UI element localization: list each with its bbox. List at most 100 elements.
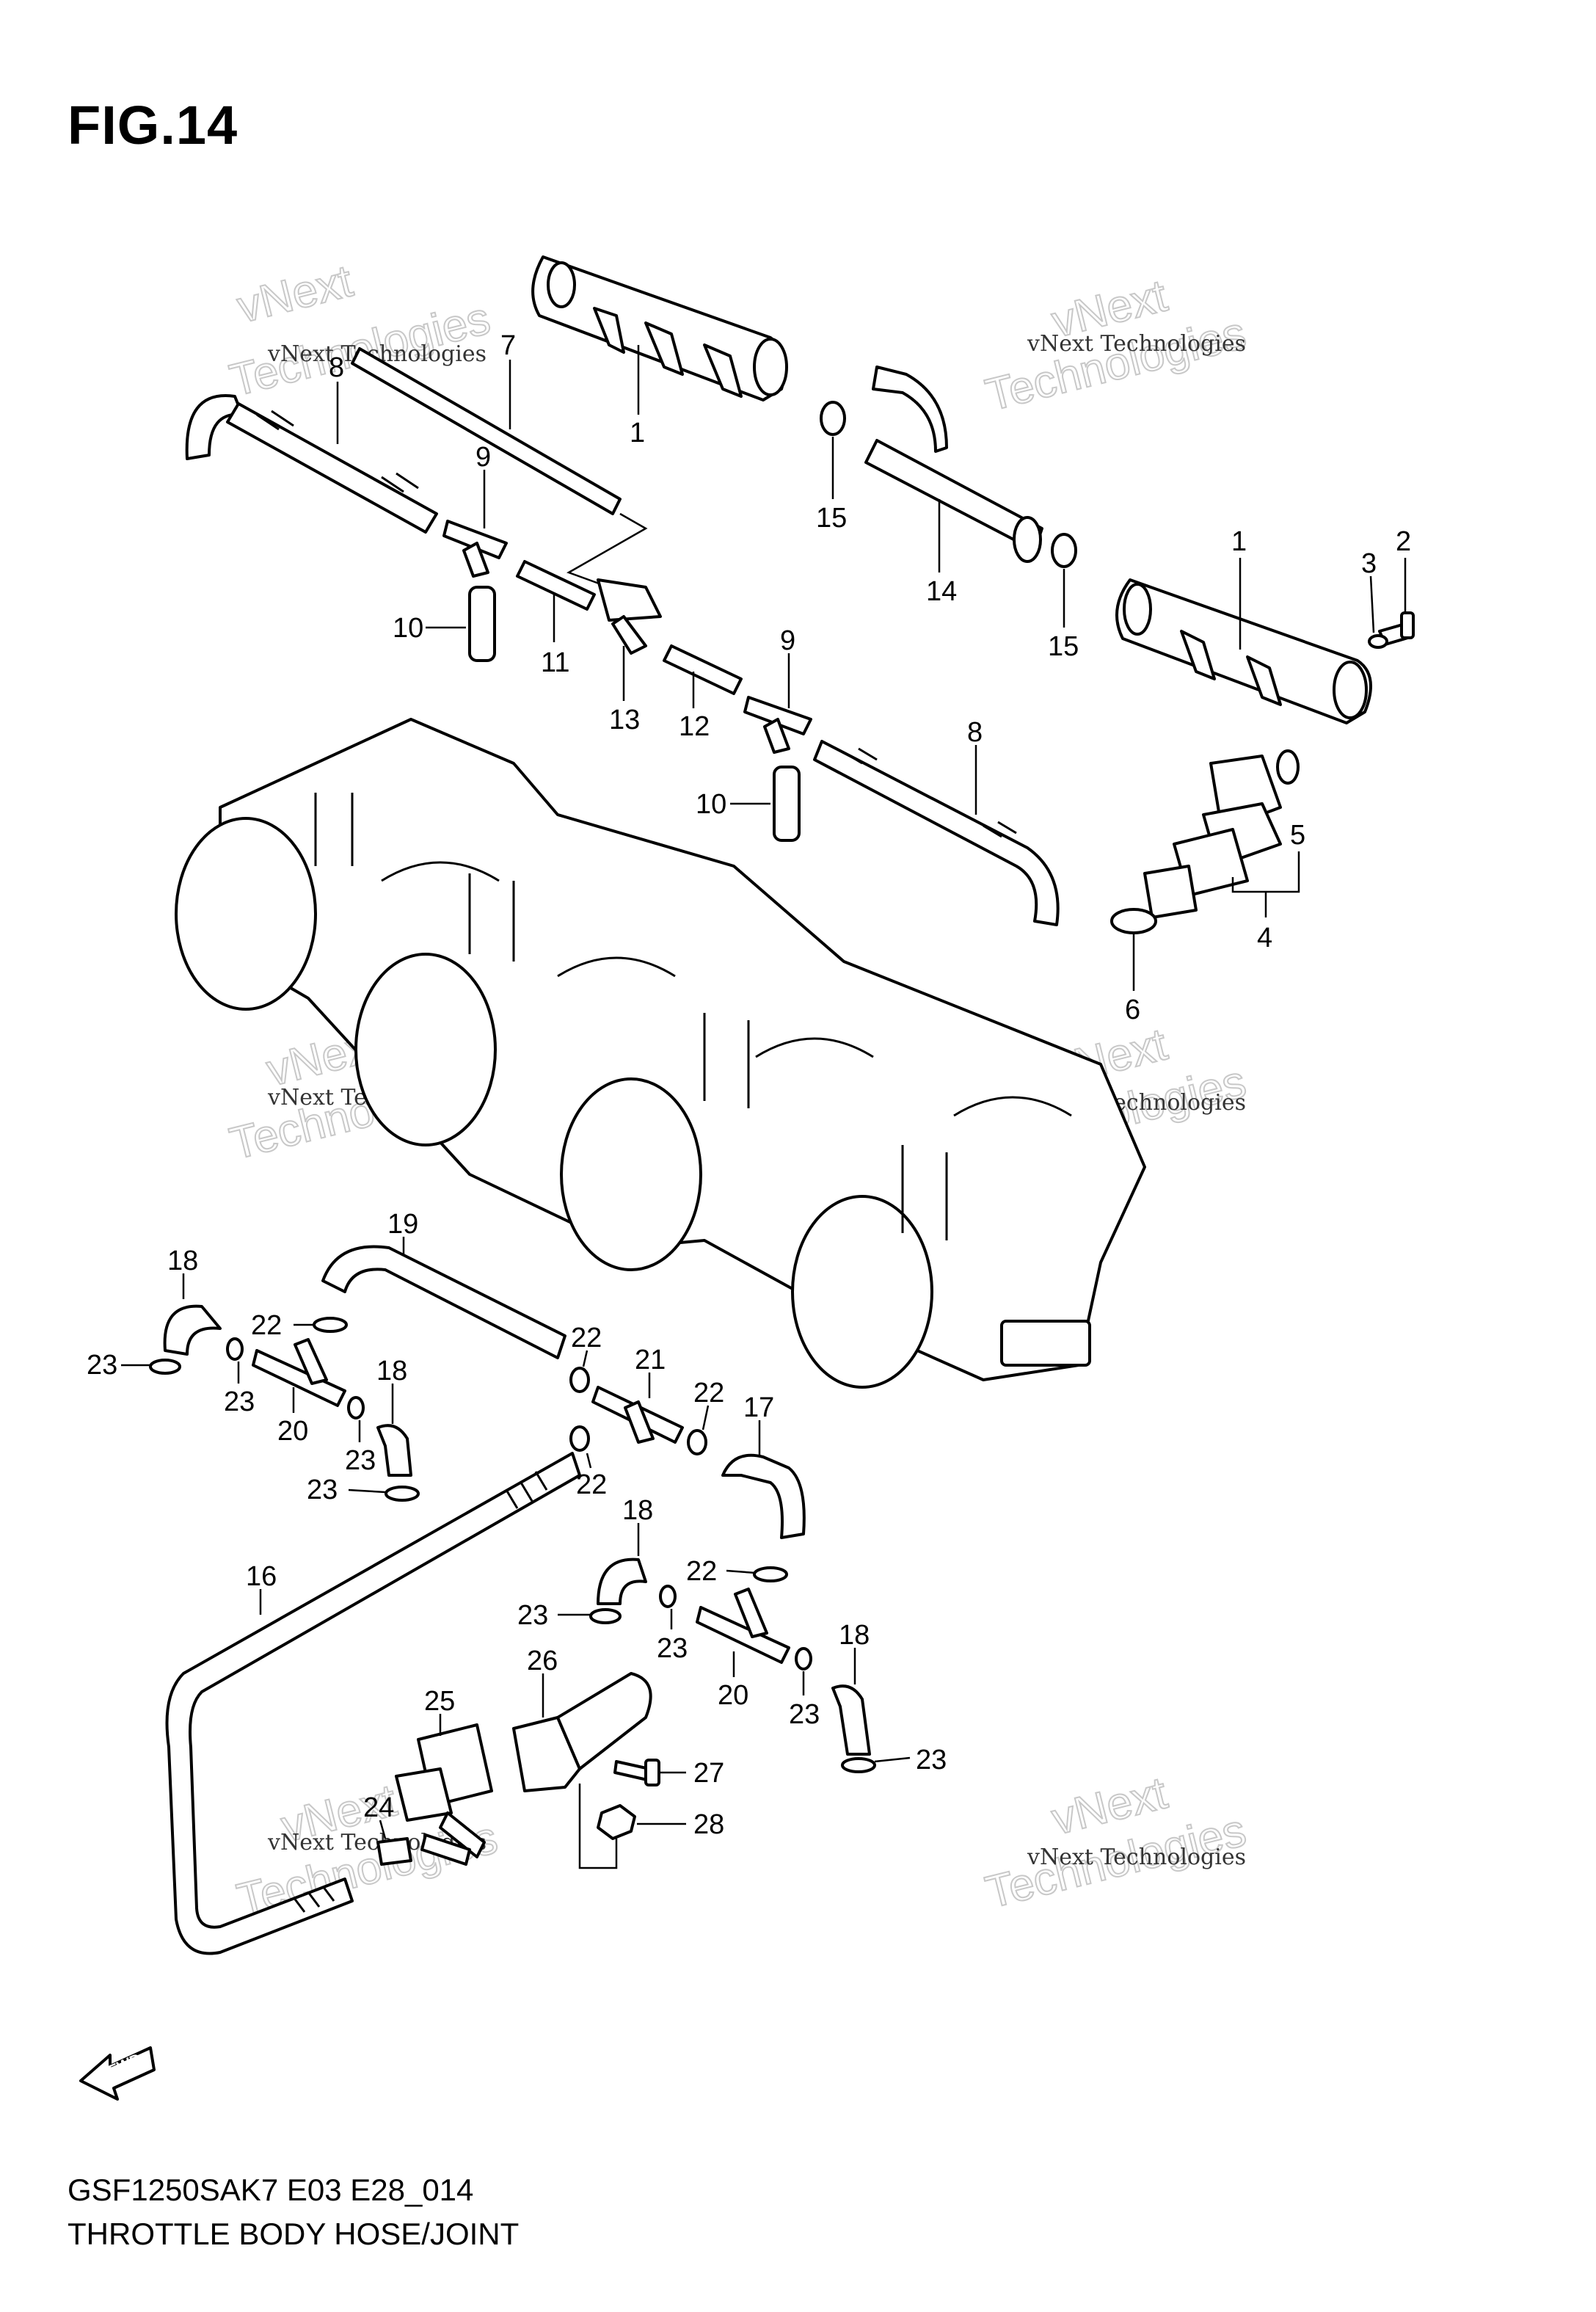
callout-12: 12 (679, 711, 710, 742)
bracket-26 (512, 1672, 652, 1792)
hose-18b (376, 1424, 412, 1477)
hose-8-lower (813, 740, 1060, 926)
callout-11: 11 (541, 647, 569, 678)
leader-22d (702, 1405, 710, 1431)
joint-13 (597, 578, 662, 655)
hose-18c (597, 1557, 647, 1605)
callout-26: 26 (527, 1646, 558, 1676)
fuel-delivery-pipe-upper (531, 255, 788, 401)
callout-4: 4 (1257, 923, 1272, 953)
callout-23b: 23 (224, 1386, 255, 1417)
callout-3: 3 (1361, 548, 1377, 579)
hose-8-upper (185, 394, 438, 534)
callout-20a: 20 (277, 1416, 308, 1447)
callout-23e: 23 (517, 1600, 548, 1631)
hose-18a (163, 1304, 222, 1356)
throttle-body-assembly (175, 718, 1146, 1389)
watermark-caption-top-right: vNext Technologies (1027, 331, 1246, 357)
clamp-23f (659, 1585, 677, 1608)
joint-20a (252, 1338, 346, 1407)
callout-18b: 18 (376, 1356, 407, 1386)
callout-23a: 23 (87, 1350, 117, 1381)
clamp-23b (226, 1337, 244, 1361)
solenoid-valve (395, 1723, 493, 1866)
o-ring-15b (1051, 533, 1077, 568)
clamp-22e (753, 1566, 788, 1582)
callout-24: 24 (363, 1792, 394, 1823)
callout-19: 19 (387, 1209, 418, 1240)
hose-19 (321, 1245, 566, 1359)
callout-8a: 8 (329, 352, 344, 383)
callout-13: 13 (609, 705, 640, 735)
callout-22d: 22 (693, 1378, 724, 1408)
washer-3 (1368, 634, 1388, 649)
clamp-23h (841, 1757, 876, 1773)
hose-7 (351, 347, 622, 515)
hose-16 (165, 1452, 581, 1955)
callout-23h: 23 (916, 1745, 947, 1775)
joint-20b (696, 1588, 790, 1664)
watermark-bottom-right: vNext Technologies vNext Technologies (980, 1767, 1252, 1919)
hose-11 (516, 560, 596, 611)
clamp-23a (149, 1359, 181, 1375)
leader-26-28 (578, 1784, 618, 1869)
hose-18d (831, 1684, 871, 1756)
bracket-24 (376, 1837, 412, 1866)
model-code: GSF1250SAK7 E03 E28_014 (68, 2173, 474, 2207)
hose-12 (663, 644, 743, 695)
bolt-27 (613, 1759, 660, 1786)
callout-22e: 22 (686, 1556, 717, 1587)
fuel-injector (1143, 749, 1300, 919)
clamp-22a (313, 1317, 348, 1333)
callout-22c: 22 (576, 1469, 607, 1500)
fwd-arrow-icon: FWD (79, 2046, 156, 2101)
clamp-23c (347, 1396, 365, 1419)
callout-23f: 23 (657, 1633, 688, 1664)
callout-10b: 10 (696, 789, 726, 820)
clamp-22b (569, 1367, 590, 1393)
callout-2: 2 (1396, 526, 1411, 557)
t-joint-9-upper (442, 520, 508, 578)
watermark-text-top-left: vNext (233, 255, 357, 332)
callout-22b: 22 (571, 1323, 602, 1353)
fuel-delivery-pipe-lower (1115, 578, 1372, 724)
callout-20b: 20 (718, 1680, 748, 1711)
callout-1a: 1 (630, 418, 645, 448)
o-ring-15a (820, 401, 846, 436)
clamp-23e (589, 1608, 622, 1624)
callout-27: 27 (693, 1758, 724, 1789)
callout-5: 5 (1290, 820, 1305, 851)
watermark-caption-bottom-right: vNext Technologies (1027, 1844, 1246, 1870)
callout-23d: 23 (307, 1475, 338, 1505)
nut-28 (597, 1804, 636, 1840)
seal-6 (1110, 908, 1157, 934)
clamp-22d (687, 1429, 707, 1455)
callout-9b: 9 (780, 625, 795, 656)
callout-14: 14 (926, 576, 957, 607)
figure-title: FIG.14 (68, 95, 238, 156)
callout-1b: 1 (1231, 526, 1247, 557)
leader-3 (1369, 575, 1375, 633)
callout-28: 28 (693, 1809, 724, 1840)
leader-7-route (566, 512, 648, 589)
callout-15b: 15 (1048, 631, 1079, 662)
leader-24 (379, 1820, 387, 1839)
callout-10a: 10 (393, 613, 423, 644)
joint-21 (591, 1386, 684, 1444)
callout-21: 21 (635, 1345, 666, 1375)
callout-23g: 23 (789, 1699, 820, 1730)
hose-10-lower (773, 766, 801, 842)
callout-18d: 18 (839, 1620, 870, 1651)
callout-25: 25 (424, 1686, 455, 1717)
callout-22a: 22 (251, 1310, 282, 1341)
callout-17: 17 (743, 1392, 774, 1423)
t-joint-9-lower (743, 696, 812, 754)
watermark-top-left: vNext Technologies vNext Technologies (225, 255, 496, 407)
hose-10-upper (468, 586, 496, 662)
hose-17 (721, 1453, 806, 1539)
callout-23c: 23 (345, 1445, 376, 1476)
callout-15a: 15 (816, 503, 847, 534)
callout-9a: 9 (475, 442, 491, 473)
callout-16: 16 (246, 1561, 277, 1592)
clamp-23d (385, 1486, 420, 1502)
